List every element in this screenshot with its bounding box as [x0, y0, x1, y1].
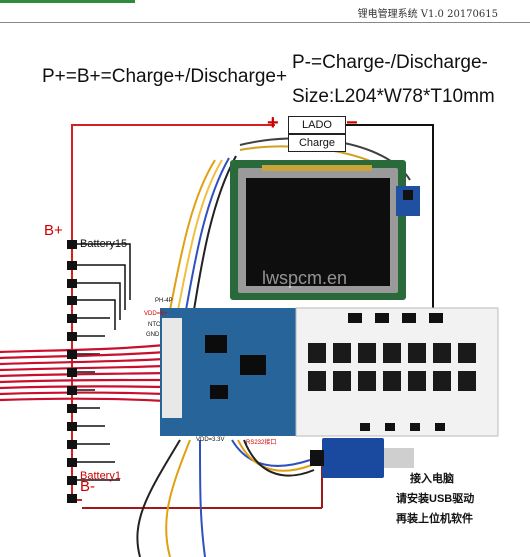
b-plus-label: B+: [44, 222, 63, 239]
spec-line-positive: P+=B+=Charge+/Discharge+: [42, 66, 288, 87]
vdd33-label: VDD=3.3V: [196, 437, 225, 443]
vdd-b-label: VDD=B+: [144, 311, 168, 317]
header-title: 锂电管理系统 V1.0 20170615: [357, 9, 498, 20]
p-minus-wire: [345, 124, 434, 318]
usb-adapter: [322, 438, 384, 478]
rs232-label: RS232接口: [246, 440, 277, 446]
spec-line-negative: P-=Charge-/Discharge-: [292, 52, 488, 73]
charge-label: Charge: [288, 134, 346, 152]
lcd-header-pins: [262, 165, 372, 171]
negative-terminal-sign: −: [346, 112, 358, 134]
usb-note-2: 请安装USB驱动: [396, 493, 475, 505]
usb-note-1: 接入电脑: [410, 473, 454, 485]
ph4p-label: PH-4P: [155, 298, 173, 304]
main-pcb-connector: [162, 318, 182, 418]
battery15-label: Battery15: [80, 238, 128, 250]
mosfet-row-bottom: [308, 371, 476, 391]
header-divider: [0, 22, 530, 23]
gnd-label: GND: [146, 332, 160, 338]
usb-cable: [136, 439, 315, 557]
header-accent-bar: [0, 0, 135, 3]
battery-connectors: [67, 240, 77, 503]
lcd-screen: [246, 178, 390, 286]
ntc-label: NTC: [148, 322, 161, 328]
usb-plug: [384, 448, 414, 468]
b-minus-label: B-: [80, 478, 95, 495]
red-wire-bundle: [0, 343, 166, 403]
lado-label: LADO: [288, 116, 346, 134]
spec-line-size: Size:L204*W78*T10mm: [292, 86, 495, 107]
main-pcb: [160, 308, 300, 436]
usb-note-3: 再装上位机软件: [396, 513, 473, 525]
terminal-pads: [348, 313, 445, 431]
battery1-label: Battery1: [80, 470, 121, 482]
positive-terminal-sign: +: [267, 112, 279, 134]
watermark-text: lwspcm.en: [262, 268, 348, 288]
mosfet-row-top: [308, 343, 476, 363]
